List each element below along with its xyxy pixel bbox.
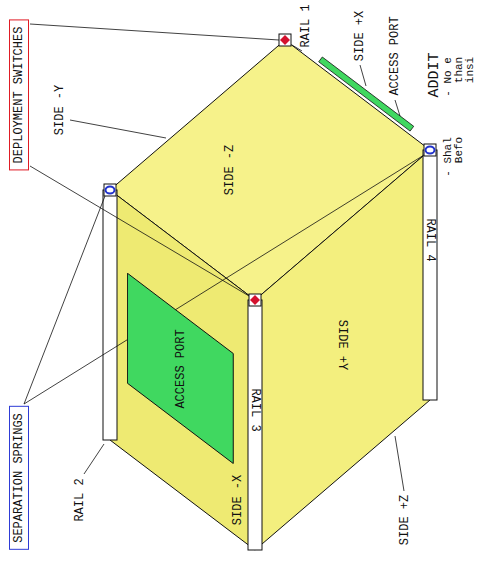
rail-label: RAIL 4 <box>424 218 436 261</box>
note-text: - Shal <box>443 137 454 177</box>
side-label: SIDE -Z <box>224 145 236 195</box>
note-text: insi <box>465 57 476 83</box>
rail-label: RAIL 2 <box>74 478 86 521</box>
rail-bar <box>248 300 262 550</box>
side-label: SIDE +Y <box>336 320 348 370</box>
separation-spring <box>426 147 435 154</box>
leader-line <box>30 24 279 40</box>
rail-bar <box>103 190 117 440</box>
side-label: SIDE +Z <box>399 495 411 545</box>
panel-shape <box>127 273 233 463</box>
deployment-switch <box>250 295 260 305</box>
side-label: SIDE +X <box>354 11 366 61</box>
separation-spring <box>106 187 115 194</box>
leader-line <box>70 120 166 138</box>
left-face <box>110 190 255 550</box>
rail-label: RAIL 3 <box>249 388 261 431</box>
rail-cap <box>104 184 116 196</box>
leader-line <box>395 436 404 491</box>
callout-text: DEPLOYMENT SWITCHES <box>12 27 26 164</box>
side-label: SIDE -X <box>232 475 244 525</box>
leader-line <box>395 100 400 116</box>
callout-text: SEPARATION SPRINGS <box>12 413 26 543</box>
right-face <box>255 150 430 550</box>
leader-line <box>30 166 249 296</box>
rail-cap <box>279 34 291 46</box>
note-text: than <box>454 57 465 83</box>
leader-line <box>84 444 104 474</box>
access-port-panel: ACCESS PORT <box>127 273 234 464</box>
note-heading: ADDIT <box>427 52 442 97</box>
rail-label: RAIL 1 <box>300 4 312 47</box>
note-text: - No e <box>443 57 454 97</box>
side-label: SIDE -Y <box>54 85 66 135</box>
leader-line <box>24 196 105 404</box>
callout-box: SEPARATION SPRINGS <box>9 406 29 550</box>
rail-cap <box>249 294 261 306</box>
deployment-switch <box>280 35 290 45</box>
rail-bar <box>423 150 437 400</box>
callout-box: DEPLOYMENT SWITCHES <box>9 20 29 171</box>
leader-line <box>360 65 366 86</box>
note-text: Befo <box>454 137 465 163</box>
part-label: ACCESS PORT <box>389 16 401 95</box>
panel-label: ACCESS PORT <box>175 329 187 408</box>
rail-cap <box>424 144 436 156</box>
